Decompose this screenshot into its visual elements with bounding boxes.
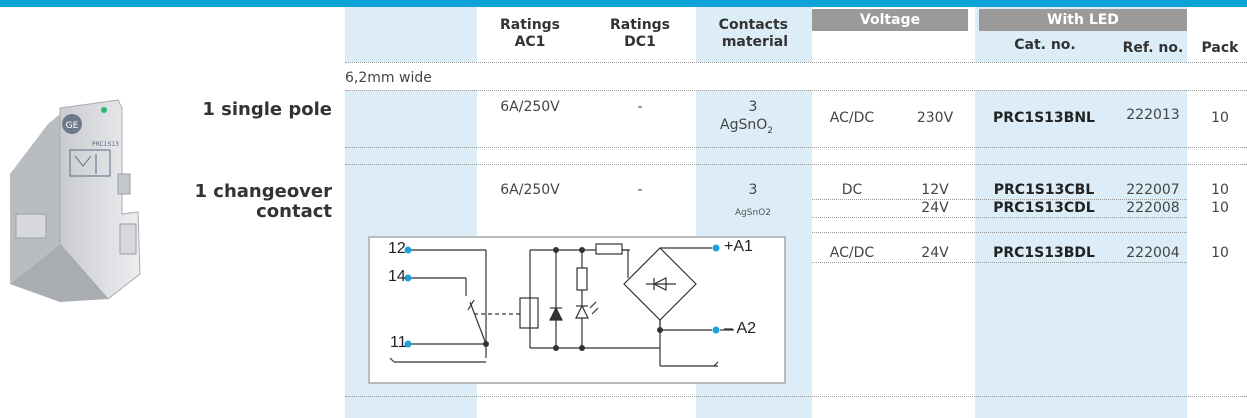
wiring-diagram: 12 14 11 +A1 – A2 bbox=[368, 236, 786, 384]
r2-volt: 12V bbox=[921, 182, 949, 198]
terminal-a1-icon bbox=[712, 244, 720, 252]
r2-pack: 10 bbox=[1211, 182, 1229, 198]
top-accent-bar bbox=[0, 0, 1247, 7]
terminal-label-a2: – A2 bbox=[724, 320, 757, 337]
group-label-single-pole: 1 single pole bbox=[202, 99, 332, 120]
r2-dc1: - bbox=[637, 182, 643, 198]
ge-logo-icon: GE bbox=[66, 121, 79, 131]
r1-ref-no: 222013 bbox=[1126, 107, 1180, 123]
r1-volt-type: AC/DC bbox=[829, 110, 875, 126]
r2-volt-type: DC bbox=[841, 182, 863, 198]
svg-text:PRC1S13: PRC1S13 bbox=[92, 141, 119, 148]
wiring-diagram-svg bbox=[389, 243, 734, 367]
r2-ac1: 6A/250V bbox=[500, 182, 560, 198]
r3-volt: 24V bbox=[921, 200, 949, 216]
r3-cat-no: PRC1S13CDL bbox=[993, 200, 1095, 216]
terminal-12-icon bbox=[404, 246, 412, 254]
r4-volt: 24V bbox=[921, 245, 949, 261]
terminal-11-icon bbox=[404, 340, 412, 348]
terminal-label-a1: +A1 bbox=[724, 238, 753, 255]
r1-dc1: - bbox=[637, 99, 643, 115]
r2-ref-no: 222007 bbox=[1126, 182, 1180, 198]
r1-pack: 10 bbox=[1211, 110, 1229, 126]
r4-volt-type: AC/DC bbox=[829, 245, 875, 261]
header-contacts-material: Contacts material bbox=[718, 17, 788, 50]
terminal-a2-icon bbox=[712, 326, 720, 334]
terminal-label-14: 14 bbox=[388, 268, 406, 285]
r2-material: AgSnO2 bbox=[734, 208, 772, 218]
r1-material: AgSnO2 bbox=[720, 117, 773, 136]
header-ref-no: Ref. no. bbox=[1122, 40, 1184, 56]
r4-cat-no: PRC1S13BDL bbox=[993, 245, 1095, 261]
r2-cat-no: PRC1S13CBL bbox=[993, 182, 1095, 198]
header-cat-no: Cat. no. bbox=[1014, 37, 1076, 53]
r4-ref-no: 222004 bbox=[1126, 245, 1180, 261]
r1-cat-no: PRC1S13BNL bbox=[993, 110, 1095, 126]
r1-ac1: 6A/250V bbox=[500, 99, 560, 115]
r2-contacts: 3 bbox=[748, 182, 758, 198]
r4-pack: 10 bbox=[1211, 245, 1229, 261]
section-width-label: 6,2mm wide bbox=[345, 70, 432, 86]
terminal-label-11: 11 bbox=[390, 334, 407, 351]
terminal-label-12: 12 bbox=[388, 240, 406, 257]
terminal-14-icon bbox=[404, 274, 412, 282]
header-pack: Pack bbox=[1201, 40, 1239, 56]
relay-product-photo: GE PRC1S13 bbox=[10, 99, 141, 302]
r3-pack: 10 bbox=[1211, 200, 1229, 216]
r3-ref-no: 222008 bbox=[1126, 200, 1180, 216]
header-with-led: With LED bbox=[979, 9, 1187, 31]
section-row-band bbox=[345, 62, 1247, 90]
header-voltage: Voltage bbox=[812, 9, 968, 31]
r1-volt: 230V bbox=[916, 110, 954, 126]
